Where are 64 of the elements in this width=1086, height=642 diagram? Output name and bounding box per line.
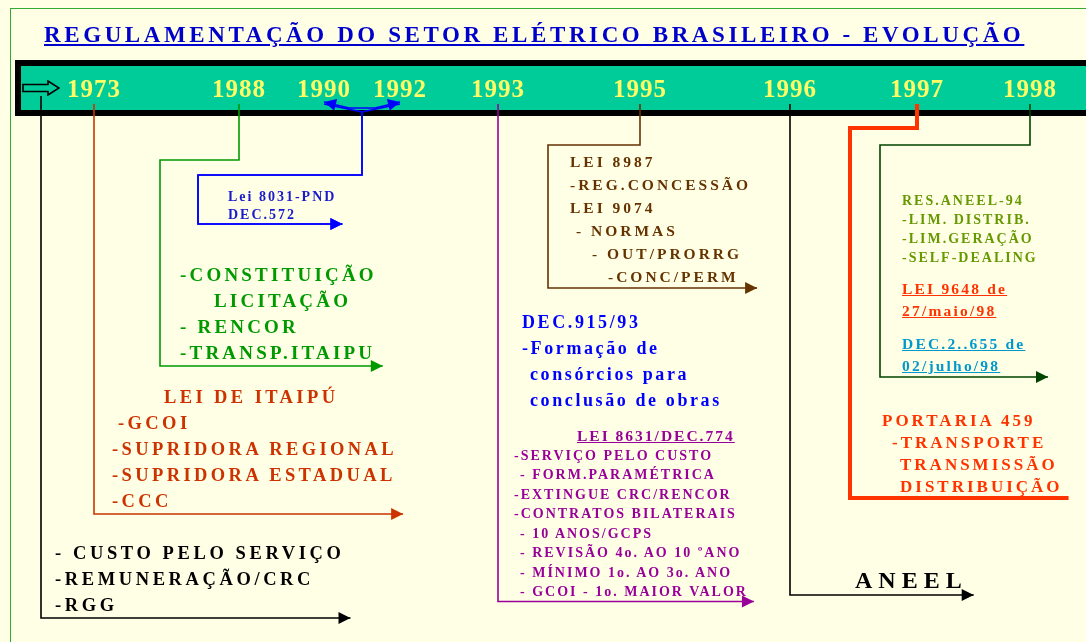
text-line: DEC.2..655 de 02/julho/98	[902, 334, 1027, 376]
year-label: 1993	[471, 74, 525, 104]
arrow	[497, 103, 755, 608]
text-line: LEI 9648 de 27/maio/98	[902, 279, 1009, 321]
arrow	[789, 103, 975, 601]
title: REGULAMENTAÇÃO DO SETOR ELÉTRICO BRASILEIRO - EVOLUÇÃO	[44, 22, 1025, 48]
year-label: 1995	[613, 74, 667, 104]
text-line: -GCOI	[117, 412, 191, 435]
text-line: -TRANSPORTE	[891, 432, 1047, 454]
text-line: LEI 9074	[570, 198, 656, 218]
text-line: PORTARIA 459	[882, 410, 1036, 432]
text-line: TRANSMISSÃO	[899, 454, 1058, 476]
double-arrow	[323, 98, 401, 111]
connector-line	[848, 104, 1069, 500]
text-line: DEC.915/93	[522, 311, 641, 334]
text-line: - CUSTO PELO SERVIÇO	[55, 542, 345, 565]
text-line: - OUT/PRORRG	[591, 244, 743, 264]
text-line: -TRANSP.ITAIPU	[180, 341, 376, 365]
text-line: -EXTINGUE CRC/RENCOR	[514, 485, 732, 504]
year-label: 1988	[212, 74, 266, 104]
year-label: 1973	[67, 74, 121, 104]
text-line: LEI DE ITAIPÚ	[163, 385, 339, 409]
text-line: - 10 ANOS/GCPS	[519, 524, 653, 543]
arrow-icon	[22, 80, 60, 96]
text-line: -CONC/PERM	[607, 267, 739, 287]
text-line: -Formação de consórcios para conclusão de obras	[522, 337, 723, 412]
arrow	[879, 103, 1049, 383]
timeline-bar	[15, 60, 1086, 116]
text-line: - MÍNIMO 1o. AO 3o. ANO	[519, 563, 733, 582]
text-line: -SELF-DEALING	[902, 249, 1038, 267]
year-label: 1992	[373, 74, 427, 104]
year-label: 1997	[890, 74, 944, 104]
text-line: -CONSTITUIÇÃO	[180, 263, 377, 287]
arrow	[547, 103, 758, 294]
text-line: - REVISÃO 4o. AO 10 ºANO	[519, 543, 742, 562]
text-line: LICITAÇÃO	[213, 289, 352, 313]
text-line: LEI 8631/DEC.774	[576, 426, 735, 446]
arrow	[93, 103, 404, 520]
text-line: -CONTRATOS BILATERAIS	[514, 505, 737, 523]
text-line: -SERVIÇO PELO CUSTO	[514, 446, 714, 465]
text-line: -RGG	[55, 594, 118, 617]
year-label: 1998	[1003, 74, 1057, 104]
arrow	[197, 103, 401, 230]
text-line: DEC.572	[228, 206, 297, 224]
text-line: LEI 8987	[570, 152, 656, 172]
text-line: -SUPRIDORA ESTADUAL	[112, 464, 396, 487]
year-label: 1996	[763, 74, 817, 104]
text-line: Lei 8031-PND	[228, 188, 337, 206]
arrow	[40, 95, 352, 624]
text-line: - RENCOR	[180, 315, 299, 339]
year-label: 1990	[297, 74, 351, 104]
text-line: -LIM. DISTRIB.	[902, 211, 1031, 229]
text-line: DISTRIBUIÇÃO	[899, 476, 1063, 498]
text-line: -REG.CONCESSÃO	[570, 175, 752, 195]
arrow	[159, 103, 384, 372]
text-line: - FORM.PARAMÉTRICA	[519, 465, 716, 484]
text-line: ANEEL	[855, 566, 968, 595]
text-line: -CCC	[112, 490, 172, 513]
text-line: -REMUNERAÇÃO/CRC	[55, 567, 315, 591]
text-line: - NORMAS	[575, 221, 678, 241]
text-line: RES.ANEEL-94	[902, 192, 1024, 210]
text-line: - GCOI - 1o. MAIOR VALOR	[519, 583, 748, 601]
text-line: -SUPRIDORA REGIONAL	[112, 438, 398, 461]
text-line: -LIM.GERAÇÃO	[902, 229, 1034, 248]
